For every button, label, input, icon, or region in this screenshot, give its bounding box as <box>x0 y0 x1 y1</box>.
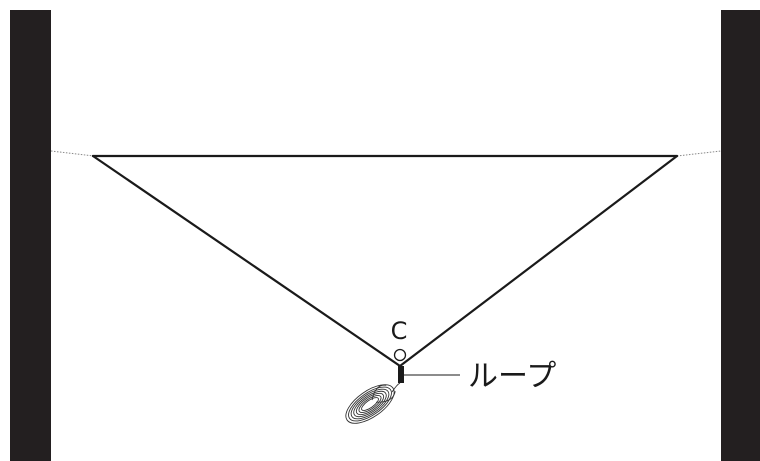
loop-label: ループ <box>468 359 556 394</box>
rope-coil <box>345 384 396 424</box>
point-c-ring <box>393 348 407 362</box>
right-guide-line <box>676 150 722 157</box>
left-guide-line <box>50 150 95 157</box>
right-rope <box>398 154 679 368</box>
right-wall <box>721 10 760 461</box>
left-wall <box>10 10 51 461</box>
loop-knot <box>398 366 404 383</box>
coil-strand <box>391 382 401 393</box>
point-c-label: C <box>391 317 408 345</box>
left-rope <box>91 154 402 368</box>
